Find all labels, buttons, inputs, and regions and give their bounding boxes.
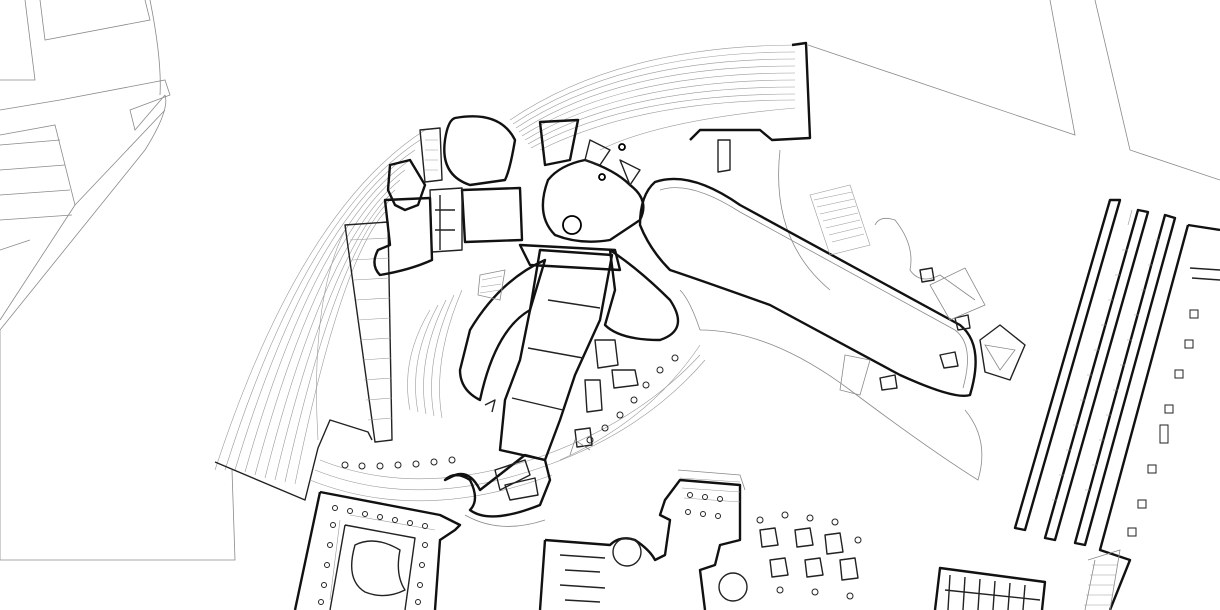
reflecting-pool xyxy=(638,177,1026,481)
west-terraces xyxy=(214,129,426,501)
east-stairs xyxy=(809,184,986,396)
right-colonnade-block xyxy=(1013,198,1220,610)
entry-plaza xyxy=(309,289,706,502)
bottom-right-block xyxy=(933,566,1047,610)
entrance-pavilion xyxy=(443,453,552,527)
bottom-center-complex xyxy=(538,469,862,610)
site-boundary xyxy=(0,0,1220,561)
bottom-left-courtyard-building xyxy=(293,490,462,610)
museum-building xyxy=(373,115,680,462)
north-terraces xyxy=(509,41,812,173)
